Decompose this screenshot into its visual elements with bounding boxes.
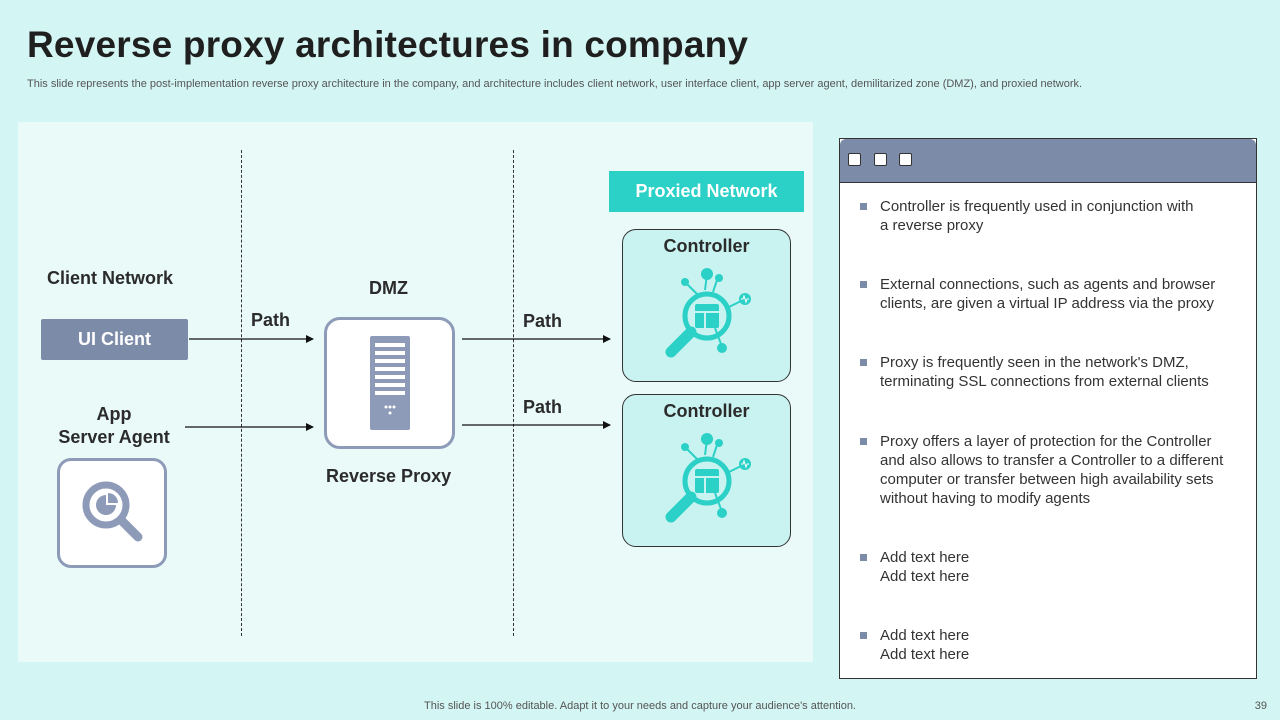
controller-box-bottom: Controller: [622, 394, 791, 547]
bullet-text-line: Controller is frequently used in conjunc…: [880, 198, 1194, 215]
zone-divider-right: [513, 150, 514, 636]
page-number: 39: [1254, 700, 1267, 712]
bullet-text-line: External connections, such as agents and…: [880, 276, 1216, 293]
controller-box-top: Controller: [622, 229, 791, 382]
page-subtitle: This slide represents the post-implement…: [27, 78, 1083, 90]
path-label-controller-bottom: Path: [523, 397, 563, 417]
ui-client-box: UI Client: [41, 319, 188, 360]
server-icon: [369, 336, 410, 430]
reverse-proxy-label: Reverse Proxy: [326, 466, 452, 486]
path-label-controller-top: Path: [523, 311, 563, 331]
network-search-icon: [665, 268, 751, 358]
zone-divider-left: [241, 150, 242, 636]
bullet-text-line: a reverse proxy: [880, 217, 984, 234]
bullet-text-line: and also allows to transfer a Controller…: [880, 452, 1224, 469]
bullet-icon: [860, 554, 867, 561]
bullet-text-line: Add text here: [880, 646, 970, 663]
path-label-ui-client: Path: [251, 310, 291, 330]
window-control-button: [848, 153, 861, 166]
analytics-search-icon: [82, 481, 143, 542]
notes-window-panel: Controller is frequently used in conjunc…: [839, 138, 1257, 679]
page-title: Reverse proxy architectures in company: [27, 24, 749, 65]
proxied-network-badge: Proxied Network: [609, 171, 804, 212]
bullet-text-line: Proxy offers a layer of protection for t…: [880, 433, 1212, 450]
window-control-button: [899, 153, 912, 166]
bullet-icon: [860, 438, 867, 445]
footer-note: This slide is 100% editable. Adapt it to…: [424, 700, 856, 712]
bullet-text-line: Add text here: [880, 627, 970, 644]
client-network-label: Client Network: [47, 268, 174, 288]
bullet-text-line: terminating SSL connections from externa…: [880, 373, 1209, 390]
app-server-agent-box: [57, 458, 167, 568]
bullet-icon: [860, 203, 867, 210]
bullet-text-line: Add text here: [880, 568, 970, 585]
bullet-icon: [860, 359, 867, 366]
bullet-text-line: Proxy is frequently seen in the network'…: [880, 354, 1189, 371]
bullet-text-line: Add text here: [880, 549, 970, 566]
window-title-bar: [840, 139, 1256, 183]
bullet-text-line: computer or transfer between high availa…: [880, 471, 1214, 488]
reverse-proxy-box: [324, 317, 455, 449]
dmz-label: DMZ: [369, 278, 408, 298]
bullet-text-line: clients, are given a virtual IP address …: [880, 295, 1215, 312]
bullet-icon: [860, 281, 867, 288]
app-agent-label-line1: App: [96, 404, 132, 424]
app-agent-label-line2: Server Agent: [58, 427, 170, 447]
window-control-button: [874, 153, 887, 166]
network-search-icon: [665, 433, 751, 523]
controller-title: Controller: [663, 401, 750, 421]
bullet-text-line: without having to modify agents: [880, 490, 1091, 507]
controller-title: Controller: [663, 236, 750, 256]
bullet-icon: [860, 632, 867, 639]
